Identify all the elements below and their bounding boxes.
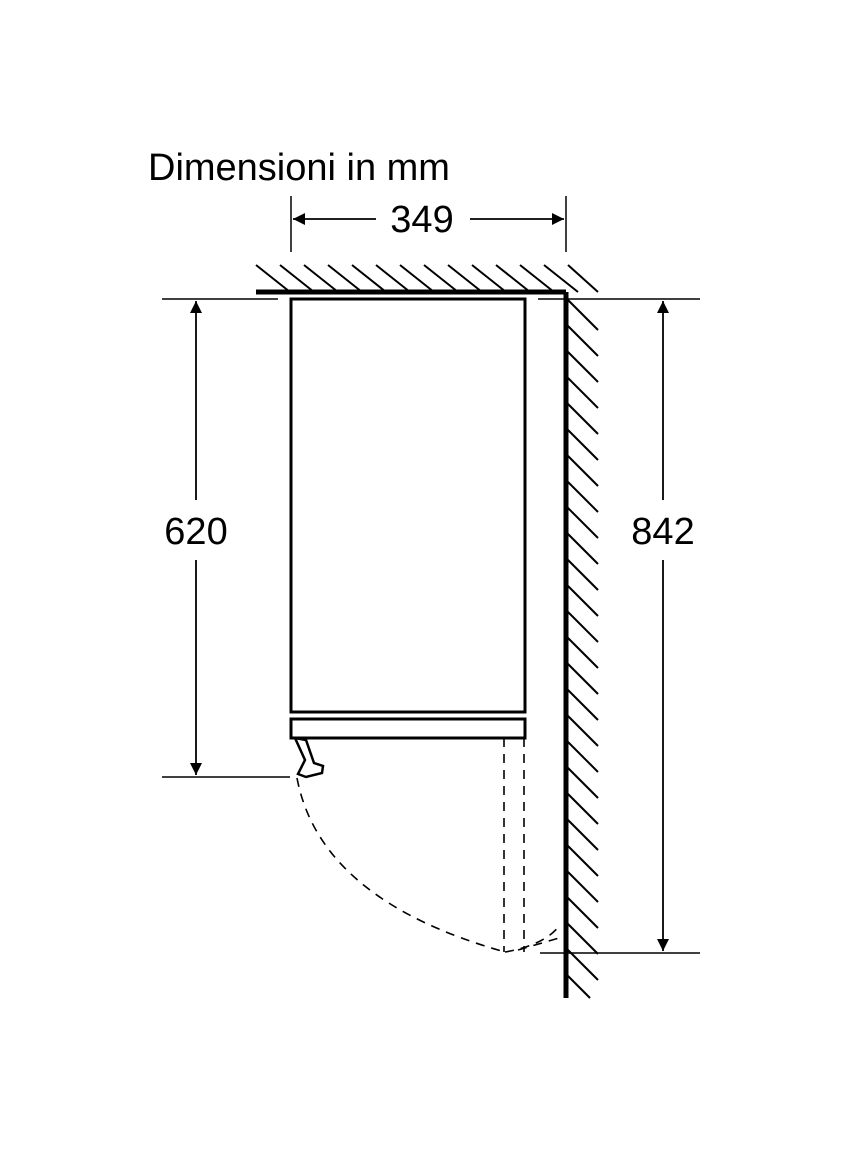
door-swing-arc xyxy=(296,777,506,953)
appliance-height-dimension: 620 xyxy=(162,298,290,778)
opening-depth-label: 842 xyxy=(631,511,694,553)
opening-depth-dimension: 842 xyxy=(538,298,700,954)
open-door-outline-base xyxy=(517,935,567,951)
door-hinge xyxy=(292,736,325,779)
ceiling-wall-hatching xyxy=(255,264,599,293)
appliance-body xyxy=(289,297,527,714)
door-swing-arc-end xyxy=(504,924,561,953)
appliance-height-label: 620 xyxy=(164,511,227,553)
width-dimension-label: 349 xyxy=(390,199,453,241)
width-dimension: 349 xyxy=(290,196,567,252)
diagram-title: Dimensioni in mm xyxy=(148,147,450,189)
appliance-plinth xyxy=(289,711,527,740)
side-wall-hatching xyxy=(565,297,599,999)
